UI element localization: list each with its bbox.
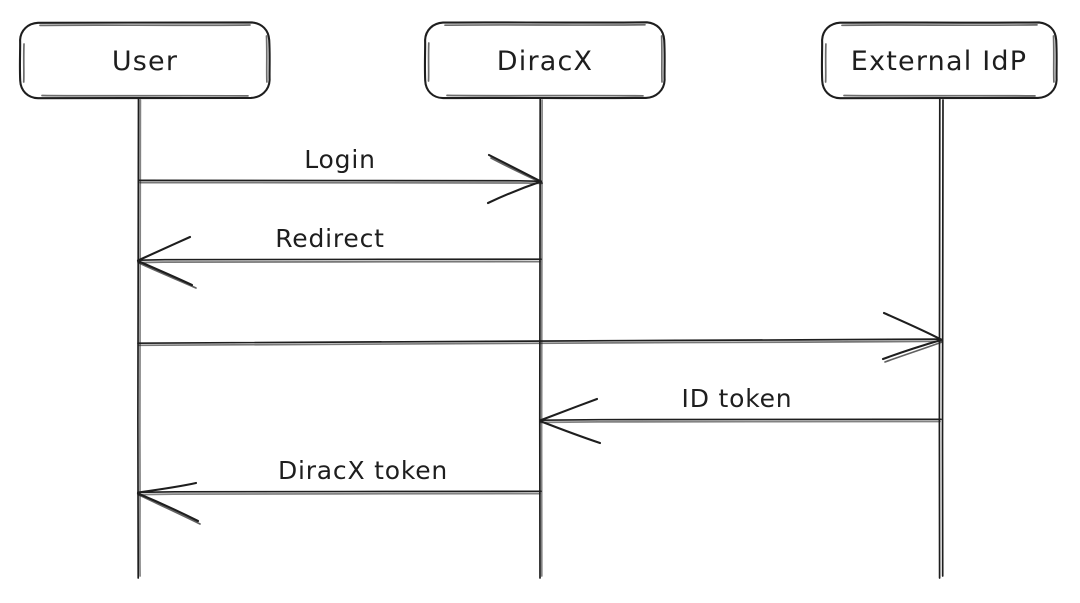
participant-label-user: User — [112, 46, 178, 77]
participant-label-external-idp: External IdP — [851, 46, 1027, 77]
message-arrow-unlabeled[interactable] — [137, 311, 943, 363]
message-arrow-redirect[interactable]: Redirect — [136, 224, 542, 289]
message-label-redirect: Redirect — [275, 224, 385, 253]
participant-box-user[interactable]: User — [18, 21, 271, 100]
participant-box-diracx[interactable]: DiracX — [423, 21, 666, 100]
participant-box-external-idp[interactable]: External IdP — [820, 21, 1058, 100]
participant-label-diracx: DiracX — [497, 46, 593, 77]
message-label-diracx-token: DiracX token — [278, 456, 448, 485]
message-arrow-id-token[interactable]: ID token — [538, 384, 942, 445]
message-label-id-token: ID token — [682, 384, 793, 413]
message-label-login: Login — [304, 145, 375, 174]
lifeline-user — [137, 97, 142, 579]
message-arrow-diracx-token[interactable]: DiracX token — [136, 456, 542, 525]
message-arrow-login[interactable]: Login — [138, 145, 543, 205]
lifeline-diracx — [538, 97, 543, 579]
lifeline-external-idp — [938, 97, 944, 579]
